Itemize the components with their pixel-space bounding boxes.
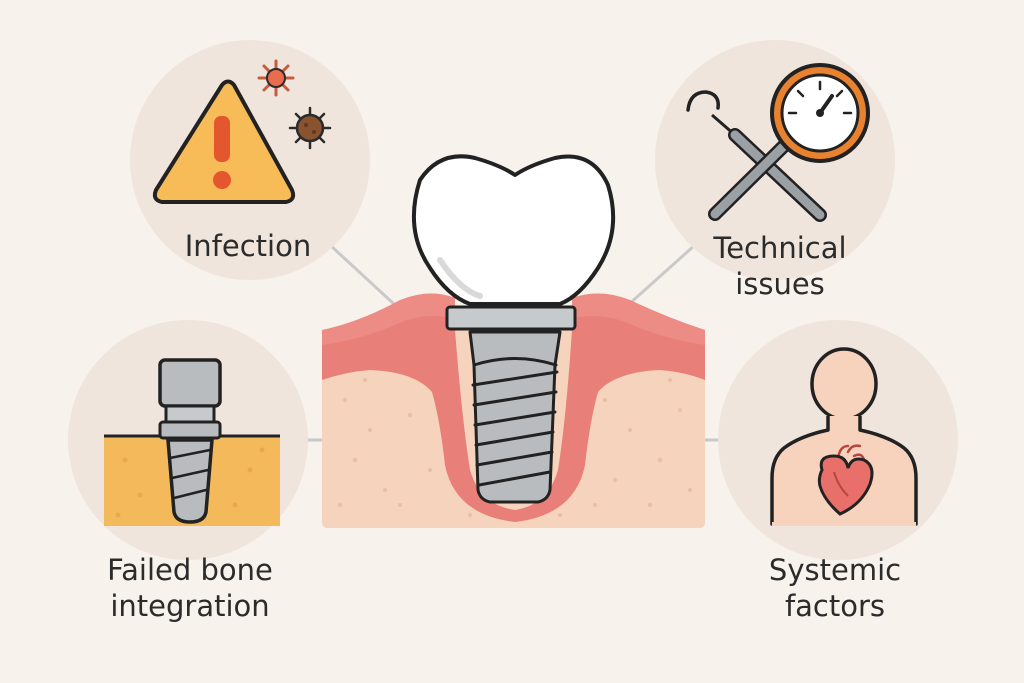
label-infection: Infection (150, 228, 346, 264)
label-infection-line-1: Infection (184, 229, 312, 263)
virus-icon (288, 106, 332, 150)
label-technical-line-2: issues (735, 267, 825, 301)
label-failed-bone-integration: Failed bone integration (80, 552, 300, 624)
heart-icon (817, 444, 874, 516)
implant-cross-section (322, 154, 705, 528)
label-systemic-line-1: Systemic (768, 553, 902, 587)
label-technical-issues: Technical issues (690, 230, 870, 302)
label-systemic-line-2: factors (784, 589, 886, 623)
implant-in-bone-icon (104, 358, 280, 526)
label-technical-line-1: Technical (713, 231, 847, 265)
bacteria-icon (257, 59, 295, 97)
dental-probe-icon (686, 90, 827, 222)
label-failed-line-2: integration (110, 589, 270, 623)
warning-triangle-icon (152, 79, 296, 204)
pressure-gauge-icon (770, 63, 870, 163)
label-failed-line-1: Failed bone (107, 553, 273, 587)
label-systemic-factors: Systemic factors (735, 552, 935, 624)
